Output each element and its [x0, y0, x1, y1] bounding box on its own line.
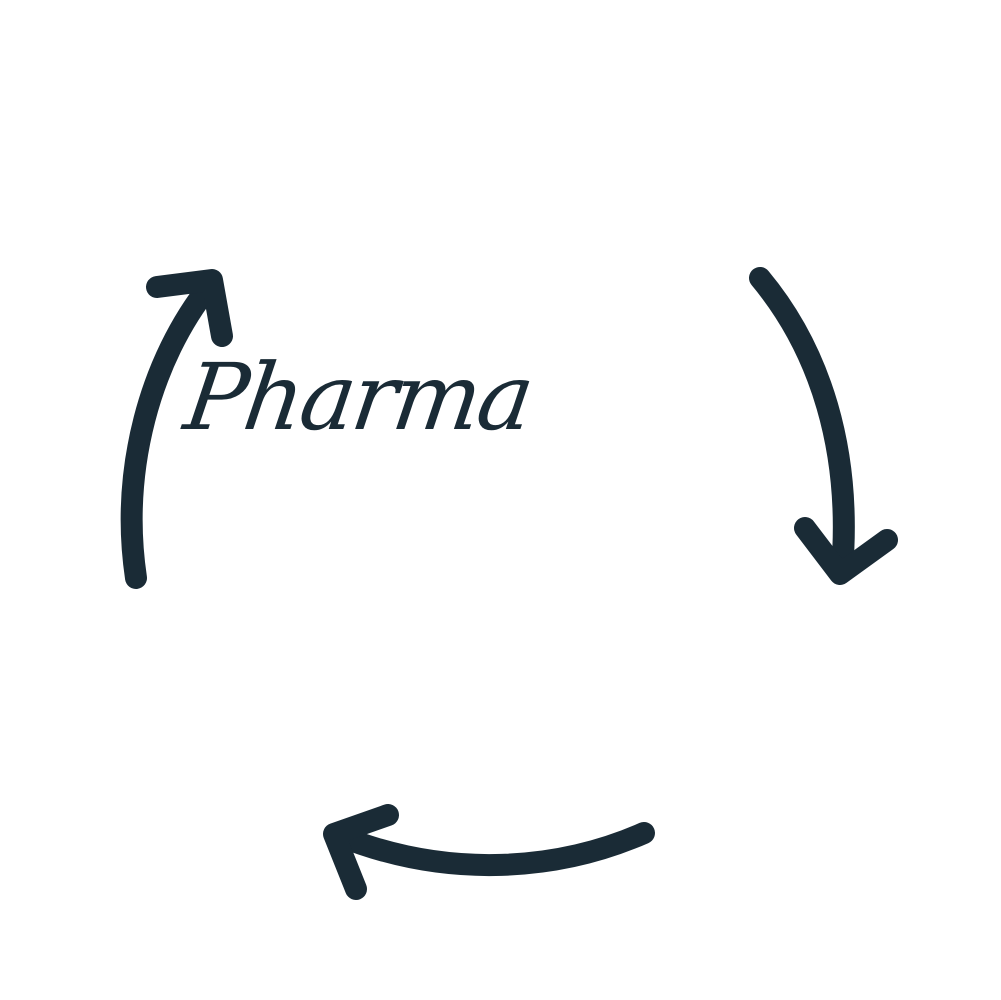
curved-arrow-down-icon	[749, 267, 898, 585]
curved-arrow-up-icon	[120, 269, 233, 589]
curved-arrow-left-icon	[323, 804, 655, 900]
diagram-label: Pharma	[178, 344, 538, 451]
